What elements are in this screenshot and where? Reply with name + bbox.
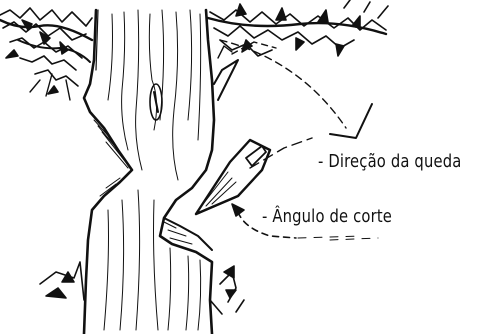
trunk-right-edge: [158, 8, 216, 334]
felling-cut: [163, 45, 239, 251]
cut-angle-arrow: [231, 203, 379, 241]
ground-plants: [39, 261, 245, 315]
fall-direction-arc: [219, 39, 373, 169]
fall-direction-label: - Direção da queda: [318, 151, 462, 172]
foliage-top-right: [206, 0, 389, 57]
foliage-top-left: [0, 7, 94, 101]
trunk-left-edge: [82, 8, 134, 334]
axe-head-icon: [194, 138, 272, 216]
left-notch-shading: [93, 119, 129, 197]
wood-grain: [103, 9, 202, 331]
cut-angle-label: - Ângulo de corte: [262, 206, 393, 227]
